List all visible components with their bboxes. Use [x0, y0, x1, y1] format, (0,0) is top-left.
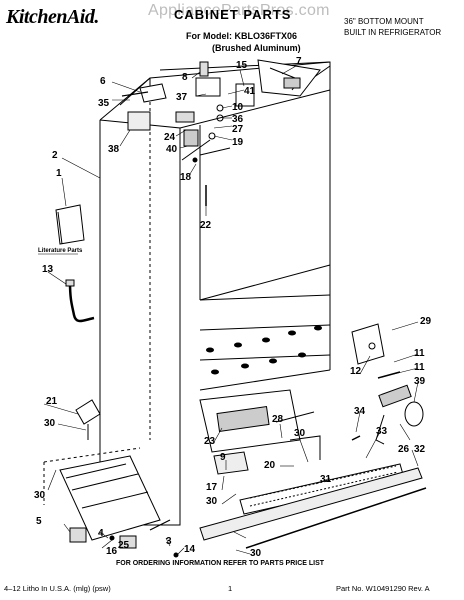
callout-25: 25 — [118, 540, 130, 551]
callout-35: 35 — [98, 98, 110, 109]
ordering-info-note: FOR ORDERING INFORMATION REFER TO PARTS … — [116, 560, 325, 567]
callout-18: 18 — [180, 172, 192, 183]
callout-11b: 11 — [414, 362, 425, 373]
callout-28: 28 — [272, 414, 284, 425]
callout-27: 27 — [232, 124, 244, 135]
callout-8: 8 — [182, 72, 188, 83]
callout-36: 36 — [232, 114, 244, 125]
right-hinge-parts — [351, 323, 424, 445]
callout-38: 38 — [108, 144, 120, 155]
callout-2: 2 — [52, 150, 58, 161]
callout-26: 26 — [398, 444, 410, 455]
callout-7: 7 — [296, 56, 302, 67]
lower-mechanical-parts — [199, 389, 321, 475]
cabinet-body — [99, 61, 331, 526]
litho-info: 4–12 Litho In U.S.A. (mlg) (psw) — [4, 584, 111, 593]
callout-12: 12 — [350, 366, 362, 377]
callout-17: 17 — [206, 482, 218, 493]
callout-14: 14 — [184, 544, 196, 555]
callout-39: 39 — [414, 376, 426, 387]
callout-29: 29 — [420, 316, 432, 327]
callout-3: 3 — [166, 536, 172, 547]
callout-9: 9 — [220, 452, 226, 463]
callout-1: 1 — [56, 168, 62, 179]
leader-lines — [43, 65, 419, 557]
callout-19: 19 — [232, 137, 244, 148]
water-tube — [65, 279, 95, 323]
product-type-line1: 36" BOTTOM MOUNT — [344, 17, 424, 26]
callout-22: 22 — [200, 220, 212, 231]
callout-30b: 30 — [294, 428, 306, 439]
floor-vent-holes — [206, 325, 322, 375]
top-wiring-bracket — [257, 59, 321, 97]
callout-16: 16 — [106, 546, 118, 557]
callout-30e: 30 — [250, 548, 262, 559]
base-frame — [43, 447, 179, 558]
top-hinge-hardware — [175, 61, 255, 206]
literature-book — [55, 204, 85, 245]
callout-41: 41 — [244, 86, 256, 97]
callout-32: 32 — [414, 444, 426, 455]
callout-31: 31 — [320, 474, 332, 485]
document-part-number: Part No. W10491290 Rev. A — [336, 584, 430, 593]
left-anti-tip-bracket — [75, 399, 101, 440]
callout-15: 15 — [236, 60, 248, 71]
callout-30c: 30 — [206, 496, 218, 507]
callout-30d: 30 — [34, 490, 46, 501]
callout-21: 21 — [46, 396, 58, 407]
callout-20: 20 — [264, 460, 276, 471]
callout-30a: 30 — [44, 418, 56, 429]
model-number: For Model: KBLO36FTX06 — [186, 31, 298, 41]
callout-6: 6 — [100, 76, 106, 87]
callout-33: 33 — [376, 426, 388, 437]
callout-23: 23 — [204, 436, 216, 447]
callout-40: 40 — [166, 144, 178, 155]
grille-and-kickplate — [199, 463, 427, 549]
callout-34: 34 — [354, 406, 366, 417]
left-top-bracket — [121, 83, 167, 131]
callout-37: 37 — [176, 92, 188, 103]
literature-parts-label: Literature Parts — [38, 248, 83, 254]
callout-24: 24 — [164, 132, 176, 143]
page-title: CABINET PARTS — [174, 7, 292, 22]
product-type-line2: BUILT IN REFRIGERATOR — [344, 28, 442, 37]
watermark: AppliancePartsPros.com — [148, 2, 330, 19]
callout-10: 10 — [232, 102, 244, 113]
callout-11a: 11 — [414, 348, 425, 359]
page-number: 1 — [228, 584, 233, 593]
callout-5: 5 — [36, 516, 42, 527]
callout-13: 13 — [42, 264, 54, 275]
callout-numbers: 6 8 15 7 41 37 35 10 36 24 27 19 40 38 1… — [34, 56, 432, 559]
finish-label: (Brushed Aluminum) — [212, 43, 301, 53]
callout-4: 4 — [98, 528, 104, 539]
brand-logo: KitchenAid. — [6, 6, 99, 28]
